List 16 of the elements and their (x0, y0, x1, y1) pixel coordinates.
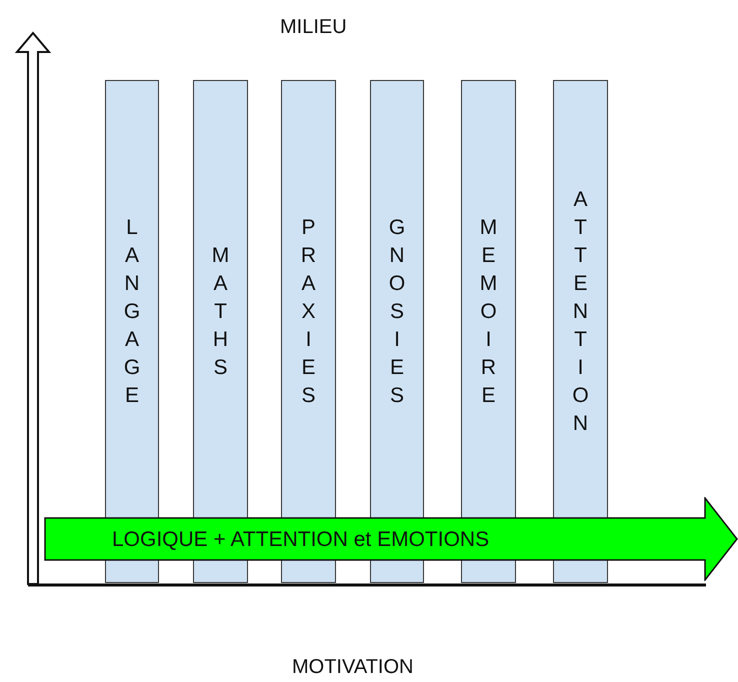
column-label: LANGAGE (122, 216, 142, 412)
axis-title: MILIEU (280, 16, 347, 39)
column-bar (193, 80, 248, 520)
column-bar (553, 80, 608, 520)
column-label: ATTENTION (570, 188, 591, 440)
axis-title: MOTIVATION (292, 656, 414, 679)
column-label: GNOSIES (386, 216, 408, 412)
column-bar (105, 80, 159, 520)
column-bar (461, 80, 516, 520)
column-label: PRAXIES (298, 216, 319, 412)
column-label: MATHS (210, 244, 231, 384)
column-label: MEMOIRE (478, 216, 499, 412)
banner-label: LOGIQUE + ATTENTION et EMOTIONS (112, 528, 490, 552)
column-bar (370, 80, 424, 520)
column-bar (281, 80, 336, 520)
arrow-banner (44, 497, 738, 581)
